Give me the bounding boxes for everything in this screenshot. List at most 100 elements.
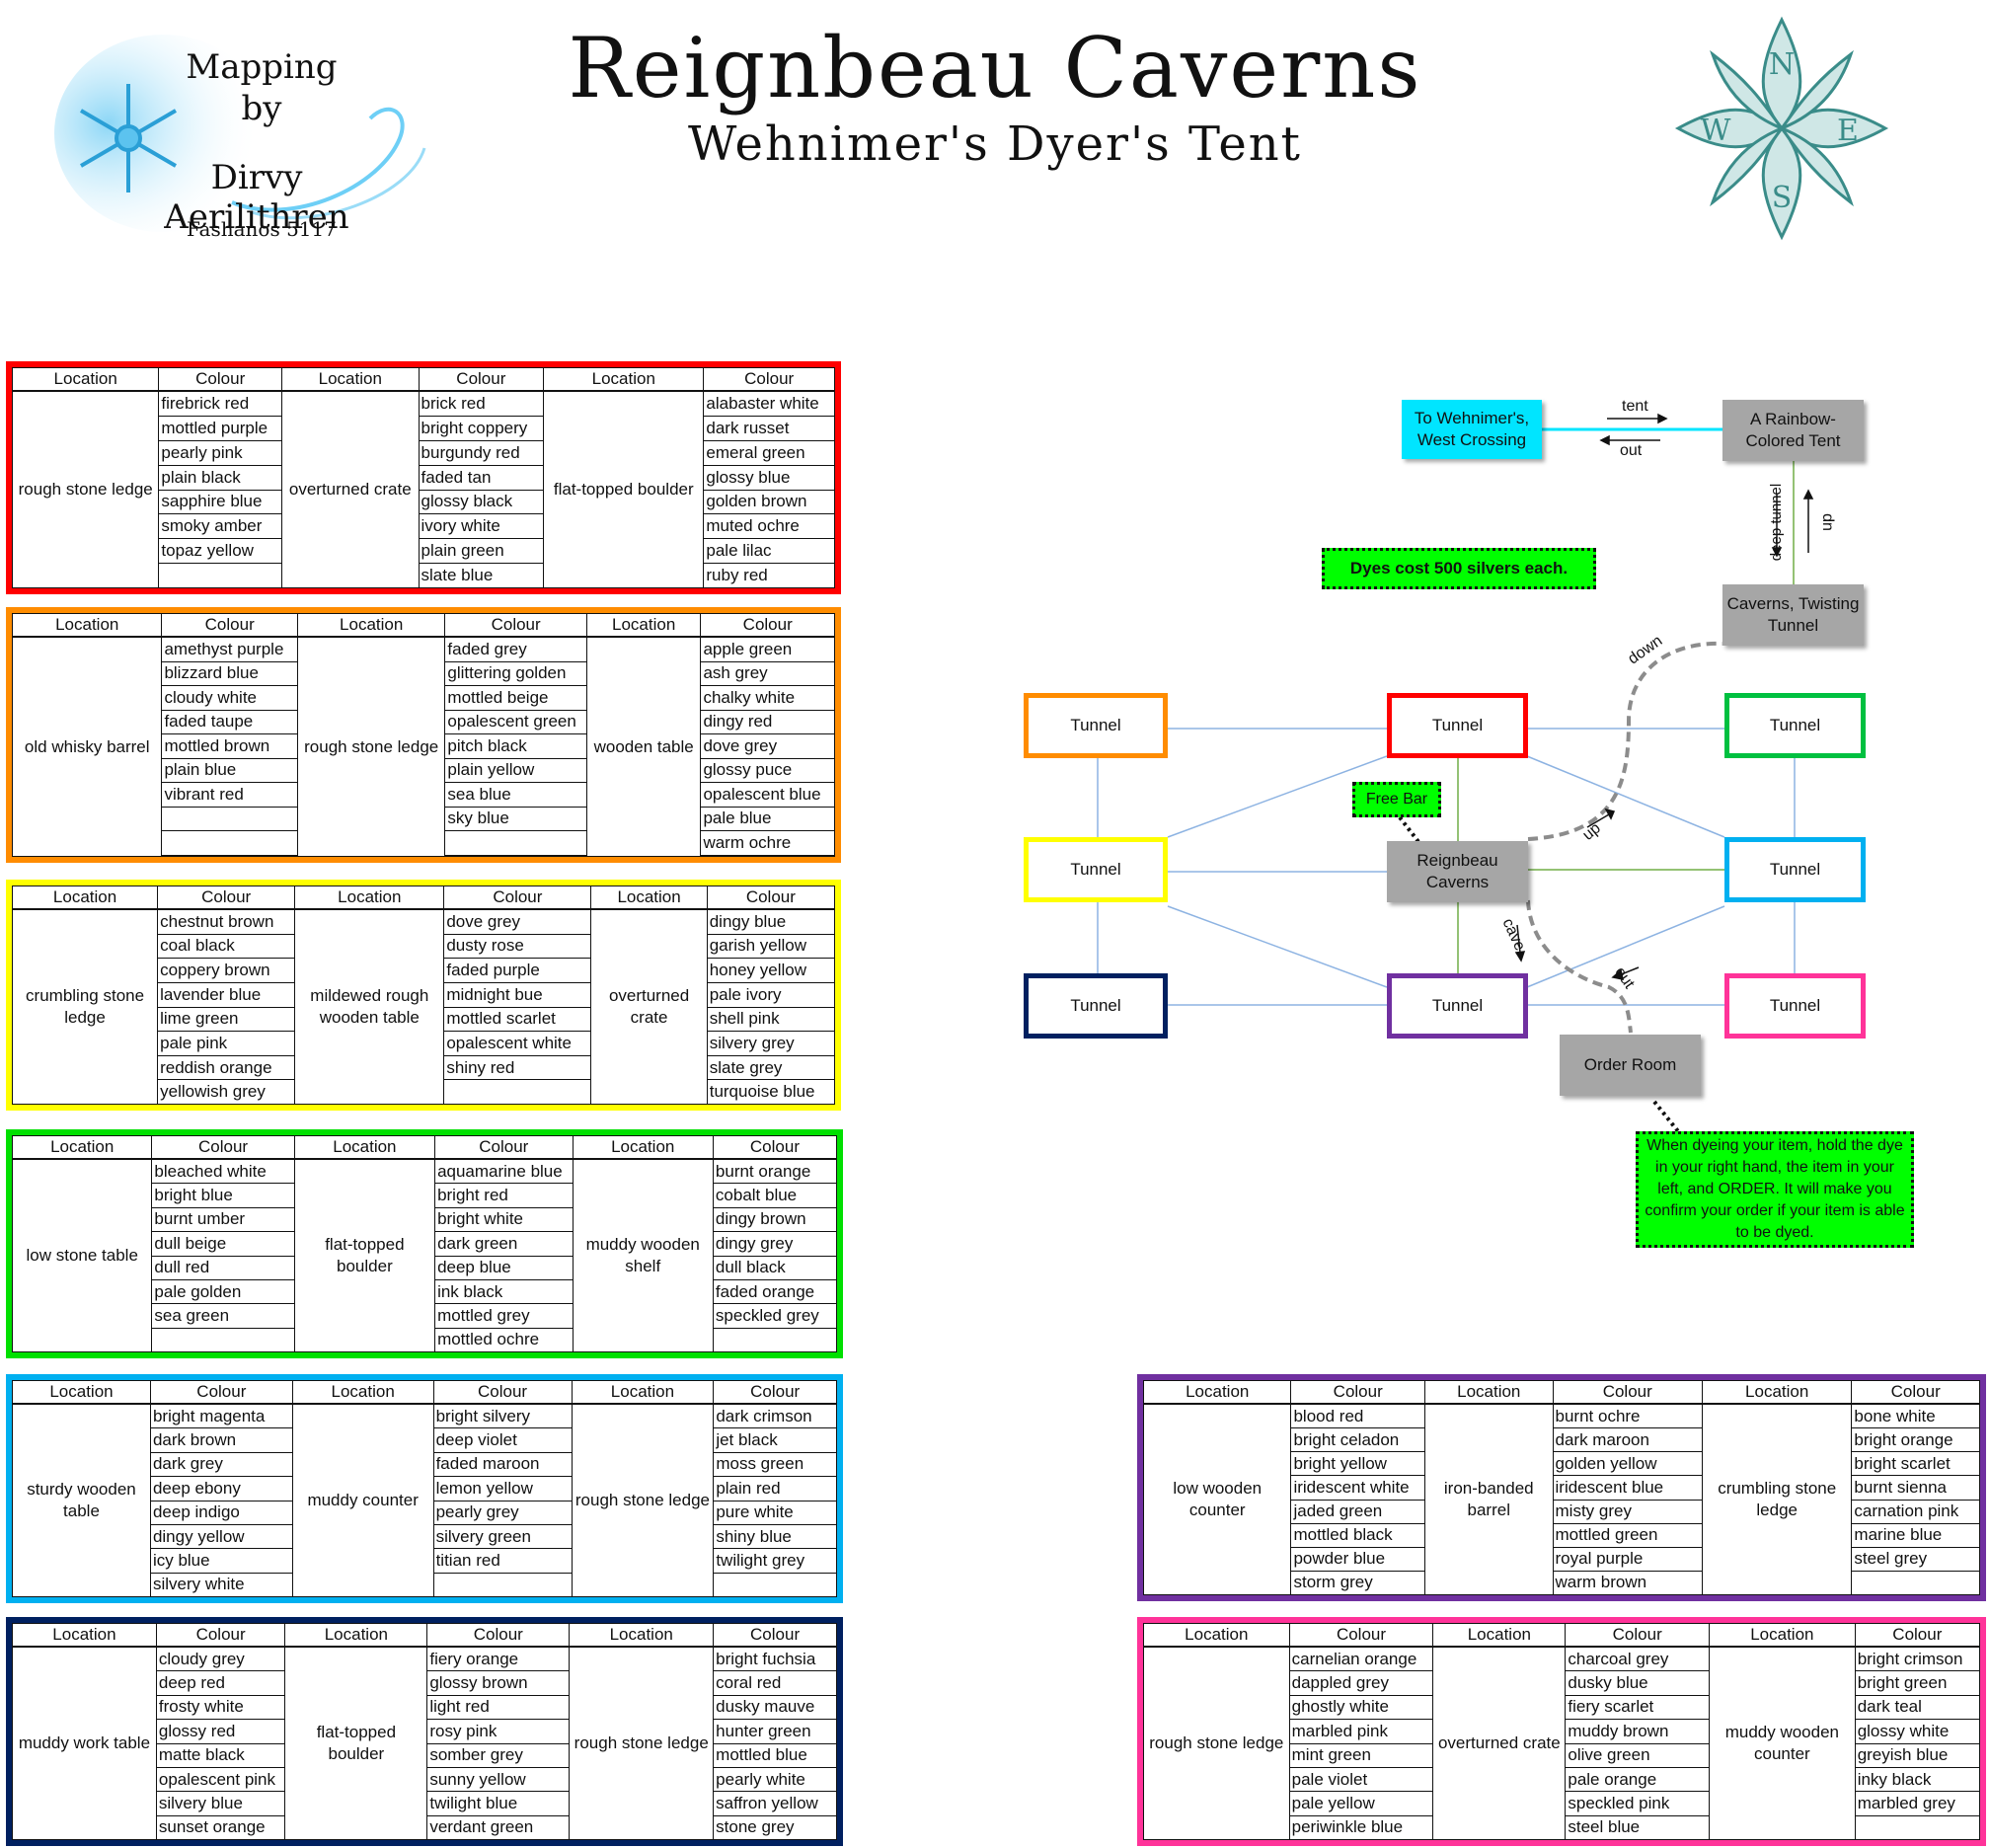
colour-cell: yellowish grey	[157, 1079, 296, 1105]
header-location: Location	[572, 1135, 714, 1160]
colour-cell: dove grey	[443, 908, 592, 935]
node-rainbow-tent[interactable]: A Rainbow-Colored Tent	[1722, 400, 1864, 461]
colour-cell: lavender blue	[157, 981, 296, 1008]
header-location: Location	[296, 613, 446, 638]
colour-cell: dull beige	[151, 1231, 295, 1257]
header-location: Location	[12, 1623, 157, 1648]
colour-cell: twilight blue	[426, 1791, 571, 1816]
table-row	[13, 854, 835, 858]
colour-cell: iridescent blue	[1552, 1475, 1703, 1501]
header-location: Location	[11, 367, 160, 392]
compass-rose: N E S W	[1668, 10, 1895, 247]
colour-cell	[158, 563, 283, 588]
colour-cell: light red	[426, 1694, 571, 1721]
colour-cell: pale orange	[1565, 1766, 1711, 1793]
colour-cell: pale golden	[151, 1278, 295, 1305]
node-tunnel-cyan[interactable]: Tunnel	[1724, 837, 1866, 902]
header-colour: Colour	[443, 886, 592, 910]
colour-cell: pearly grey	[432, 1500, 573, 1525]
colour-cell: steel grey	[1851, 1546, 1980, 1572]
colour-cell: opalescent white	[443, 1031, 592, 1056]
node-tunnel-pink[interactable]: Tunnel	[1724, 973, 1866, 1039]
colour-cell: cloudy white	[161, 685, 298, 711]
colour-cell: plain blue	[161, 757, 298, 784]
header-colour: Colour	[1854, 1623, 1981, 1648]
colour-cell: dark russet	[703, 415, 835, 441]
node-wehnimers[interactable]: To Wehnimer's, West Crossing	[1402, 400, 1542, 459]
colour-cell: pale blue	[700, 806, 835, 832]
location-cell: overturned crate	[281, 390, 420, 588]
location-cell: rough stone ledge	[11, 390, 160, 588]
colour-cell: shell pink	[706, 1006, 836, 1033]
colour-cell: bright scarlet	[1851, 1451, 1980, 1477]
node-tunnel-yellow[interactable]: Tunnel	[1024, 837, 1168, 902]
label-out: out	[1620, 442, 1643, 459]
logo-line-3: Dirvy Aerilithren	[164, 158, 349, 237]
location-cell: muddy counter	[291, 1403, 434, 1597]
colour-cell: greyish blue	[1854, 1742, 1981, 1768]
location-cell: overturned crate	[590, 908, 708, 1105]
colour-cell: matte black	[155, 1742, 286, 1768]
colour-cell: ghostly white	[1288, 1694, 1434, 1721]
node-tunnel-green[interactable]: Tunnel	[1724, 693, 1866, 758]
colour-cell: bright crimson	[1854, 1646, 1981, 1672]
label-tent: tent	[1622, 398, 1648, 415]
colour-cell: misty grey	[1552, 1499, 1703, 1524]
colour-cell: dingy blue	[706, 908, 836, 935]
colour-cell: garish yellow	[706, 933, 836, 960]
node-tunnel-navy[interactable]: Tunnel	[1024, 973, 1168, 1039]
node-tunnel-red[interactable]: Tunnel	[1387, 693, 1528, 758]
node-twisting-tunnel[interactable]: Caverns, Twisting Tunnel	[1722, 584, 1864, 646]
header-colour: Colour	[418, 367, 545, 392]
colour-cell: glossy white	[1854, 1719, 1981, 1744]
colour-cell: faded taupe	[161, 709, 298, 735]
colour-cell: jet black	[713, 1427, 837, 1453]
colour-cell: royal purple	[1552, 1546, 1703, 1572]
location-cell: low wooden counter	[1142, 1403, 1292, 1595]
node-tunnel-orange[interactable]: Tunnel	[1024, 693, 1168, 758]
colour-cell: mottled brown	[161, 733, 298, 759]
node-tunnel-purple[interactable]: Tunnel	[1387, 973, 1528, 1039]
header-colour: Colour	[155, 1623, 286, 1648]
colour-cell: brick red	[418, 390, 545, 417]
colour-cell	[161, 854, 298, 858]
colour-cell: plain green	[418, 538, 545, 565]
colour-cell: silvery white	[149, 1572, 293, 1598]
colour-cell	[712, 1327, 838, 1353]
node-reignbeau-caverns[interactable]: Reignbeau Caverns	[1387, 841, 1528, 902]
colour-cell: periwinkle blue	[1288, 1814, 1434, 1841]
colour-cell: chalky white	[700, 685, 835, 711]
colour-cell: storm grey	[1290, 1570, 1425, 1596]
colour-cell: opalescent blue	[700, 782, 835, 808]
colour-cell: mottled green	[1552, 1522, 1703, 1548]
colour-cell: sea blue	[444, 782, 587, 808]
colour-cell: dingy yellow	[149, 1523, 293, 1550]
colour-cell: burnt sienna	[1851, 1475, 1980, 1501]
colour-cell: sunset orange	[155, 1814, 286, 1841]
colour-cell: verdant green	[426, 1814, 571, 1841]
node-order-room[interactable]: Order Room	[1560, 1035, 1701, 1096]
colour-cell: deep indigo	[149, 1500, 293, 1525]
header-location: Location	[585, 613, 702, 638]
colour-cell	[151, 1327, 295, 1353]
page-title: Reignbeau Caverns	[568, 20, 1422, 116]
